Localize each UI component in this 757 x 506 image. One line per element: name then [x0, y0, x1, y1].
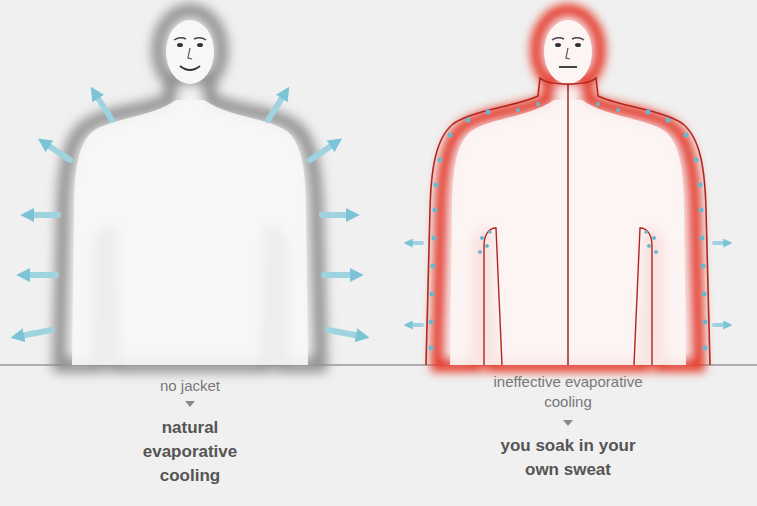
pointer-triangle: [563, 420, 573, 426]
zipper: [567, 84, 568, 365]
smile: [180, 66, 200, 70]
eye: [177, 43, 183, 47]
caption-result: natural evaporative cooling: [128, 416, 252, 488]
eyebrow: [572, 38, 584, 40]
caption-condition: ineffective evaporative cooling: [484, 372, 652, 412]
pointer-triangle: [185, 401, 195, 407]
caption-condition-wrap: ineffective evaporative cooling: [484, 372, 652, 412]
nose: [188, 48, 192, 59]
sweat-droplets: [429, 102, 708, 351]
jacket-sleeve: [484, 228, 502, 365]
nose: [566, 48, 570, 59]
caption-result-wrap: natural evaporative cooling: [128, 416, 252, 488]
caption-result-wrap: you soak in your own sweat: [484, 434, 652, 482]
person-no-jacket: [60, 11, 320, 365]
eyebrow: [174, 38, 186, 40]
evaporation-arrows: [20, 95, 360, 336]
jacket-outline: [426, 78, 710, 365]
caption-condition: no jacket: [90, 376, 290, 396]
eye: [197, 43, 203, 47]
escaping-arrows: [410, 243, 726, 325]
mouth: [559, 66, 577, 68]
eye: [575, 43, 581, 47]
person-in-jacket: [426, 11, 710, 365]
jacket-sleeve: [634, 228, 652, 365]
eye: [555, 43, 561, 47]
eyebrow: [194, 38, 206, 40]
caption-condition-wrap: no jacket: [90, 376, 290, 396]
eyebrow: [552, 38, 564, 40]
caption-result: you soak in your own sweat: [484, 434, 652, 482]
